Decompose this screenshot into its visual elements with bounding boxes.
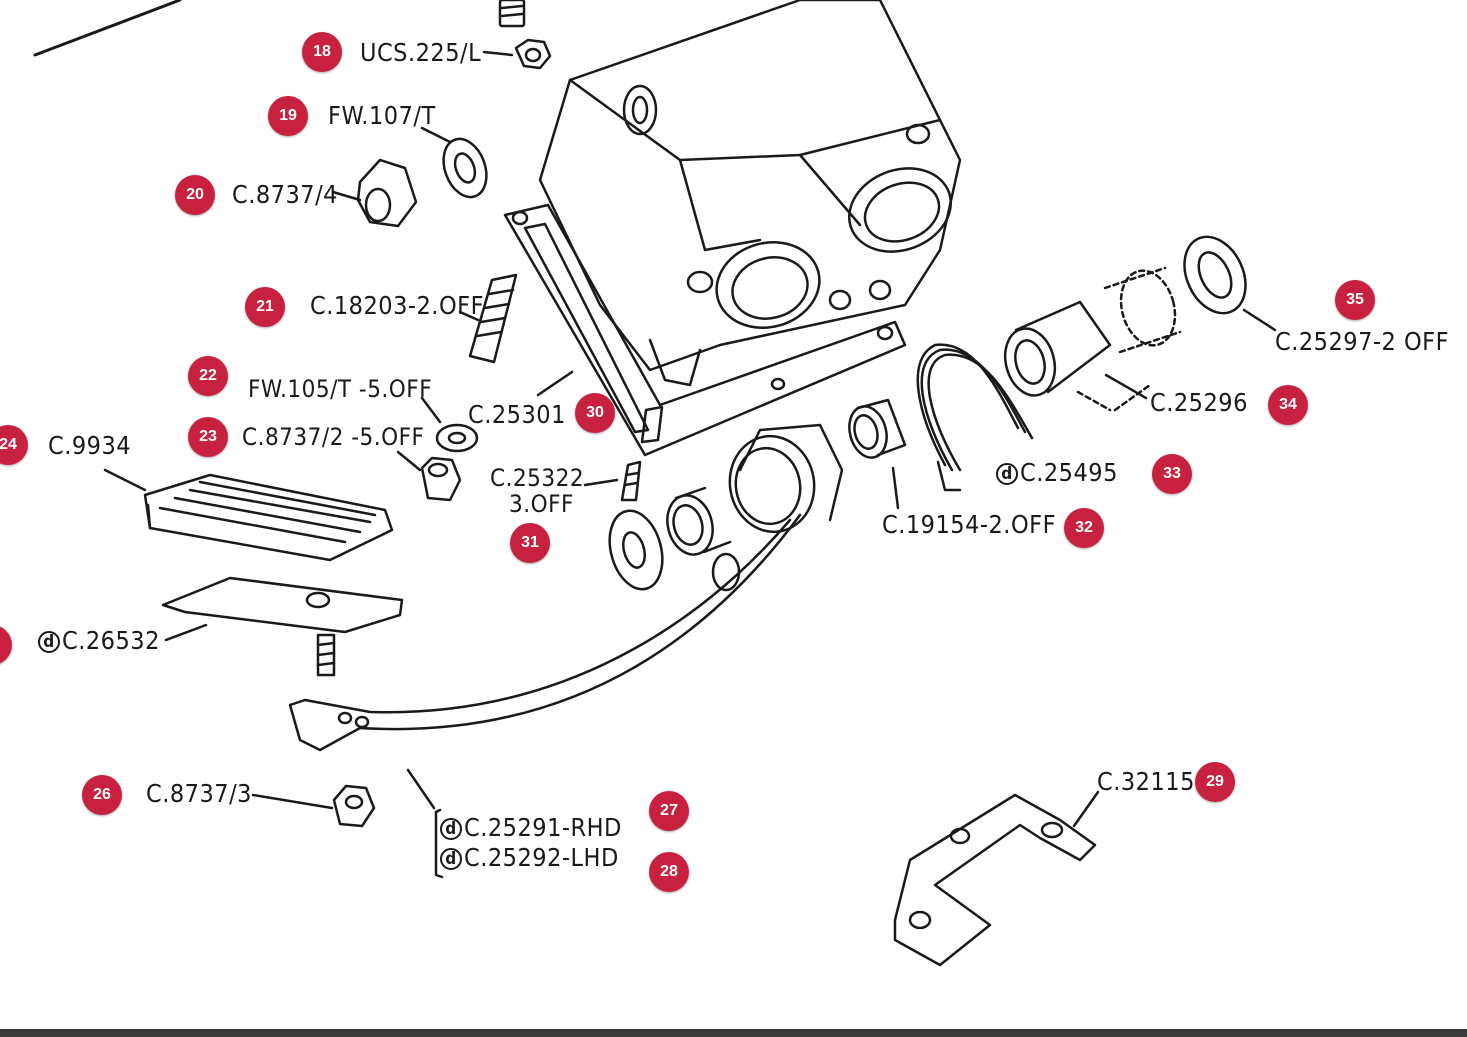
footer-bar bbox=[0, 1029, 1467, 1037]
part-label-21: C.18203-2.OFF bbox=[310, 291, 485, 320]
callout-badge-33[interactable]: 33 bbox=[1152, 454, 1192, 494]
nut-26-drawing bbox=[332, 784, 376, 828]
part-label-18: UCS.225/L bbox=[360, 38, 482, 67]
callout-badge-29[interactable]: 29 bbox=[1195, 762, 1235, 802]
callout-badge-25[interactable]: 5 bbox=[0, 625, 12, 665]
part-label-19: FW.107/T bbox=[328, 101, 436, 130]
d-marker-icon: d bbox=[996, 463, 1018, 485]
nut-23-drawing bbox=[420, 456, 462, 502]
callout-badge-34[interactable]: 34 bbox=[1268, 385, 1308, 425]
washer-22-drawing bbox=[435, 423, 479, 453]
callout-badge-30[interactable]: 30 bbox=[575, 393, 615, 433]
bracket-29-drawing bbox=[893, 793, 1097, 967]
part-label-31-line2: 3.OFF bbox=[509, 490, 574, 518]
pedal-arm-27-28-drawing bbox=[288, 423, 844, 752]
callout-badge-27[interactable]: 27 bbox=[649, 791, 689, 831]
callout-badge-19[interactable]: 19 bbox=[268, 96, 308, 136]
pedal-pad-24-drawing bbox=[143, 473, 394, 562]
part-code-25: C.26532 bbox=[62, 626, 160, 655]
part-label-30: C.25301 bbox=[468, 400, 566, 429]
part-code-33: C.25495 bbox=[1020, 458, 1118, 487]
callout-badge-28[interactable]: 28 bbox=[649, 852, 689, 892]
nut-20-drawing bbox=[356, 158, 418, 228]
bush-32-drawing bbox=[848, 398, 907, 459]
part-label-29: C.32115 bbox=[1097, 767, 1195, 796]
washer-bush-drawing bbox=[608, 486, 732, 591]
callout-badge-35[interactable]: 35 bbox=[1335, 280, 1375, 320]
callout-badge-22[interactable]: 22 bbox=[188, 356, 228, 396]
callout-badge-21[interactable]: 21 bbox=[245, 287, 285, 327]
part-code-27: C.25291-RHD bbox=[464, 813, 622, 842]
d-marker-icon: d bbox=[440, 818, 462, 840]
part-label-31-line1: C.25322 bbox=[490, 464, 585, 492]
callout-badge-26[interactable]: 26 bbox=[82, 775, 122, 815]
spring-33-drawing bbox=[916, 343, 1034, 492]
callout-badge-18[interactable]: 18 bbox=[302, 32, 342, 72]
gasket-30-drawing bbox=[503, 203, 907, 457]
part-code-28: C.25292-LHD bbox=[464, 843, 619, 872]
part-label-20: C.8737/4 bbox=[232, 180, 338, 209]
part-label-35: C.25297-2 OFF bbox=[1275, 327, 1450, 356]
part-label-26: C.8737/3 bbox=[146, 779, 252, 808]
part-label-34: C.25296 bbox=[1150, 388, 1248, 417]
washer-35-drawing bbox=[1183, 235, 1247, 315]
stud-31-drawing bbox=[620, 405, 664, 502]
stud-21-drawing bbox=[468, 273, 518, 364]
part-label-22: FW.105/T -5.OFF bbox=[248, 375, 433, 403]
d-marker-icon: d bbox=[38, 631, 60, 653]
bush-34-drawing bbox=[1003, 266, 1182, 412]
callout-badge-23[interactable]: 23 bbox=[188, 417, 228, 457]
part-label-24: C.9934 bbox=[48, 431, 132, 460]
part-label-23: C.8737/2 -5.OFF bbox=[242, 423, 425, 451]
callout-badge-20[interactable]: 20 bbox=[175, 175, 215, 215]
pedal-box-housing-drawing bbox=[538, 0, 962, 387]
nut-18-drawing bbox=[514, 38, 552, 70]
pedal-plate-25-drawing bbox=[161, 576, 404, 677]
washer-19-drawing bbox=[442, 137, 488, 199]
d-marker-icon: d bbox=[440, 848, 462, 870]
callout-badge-31[interactable]: 31 bbox=[510, 523, 550, 563]
part-label-32: C.19154-2.OFF bbox=[882, 510, 1057, 539]
top-stud-drawing bbox=[498, 0, 526, 28]
callout-badge-32[interactable]: 32 bbox=[1064, 508, 1104, 548]
